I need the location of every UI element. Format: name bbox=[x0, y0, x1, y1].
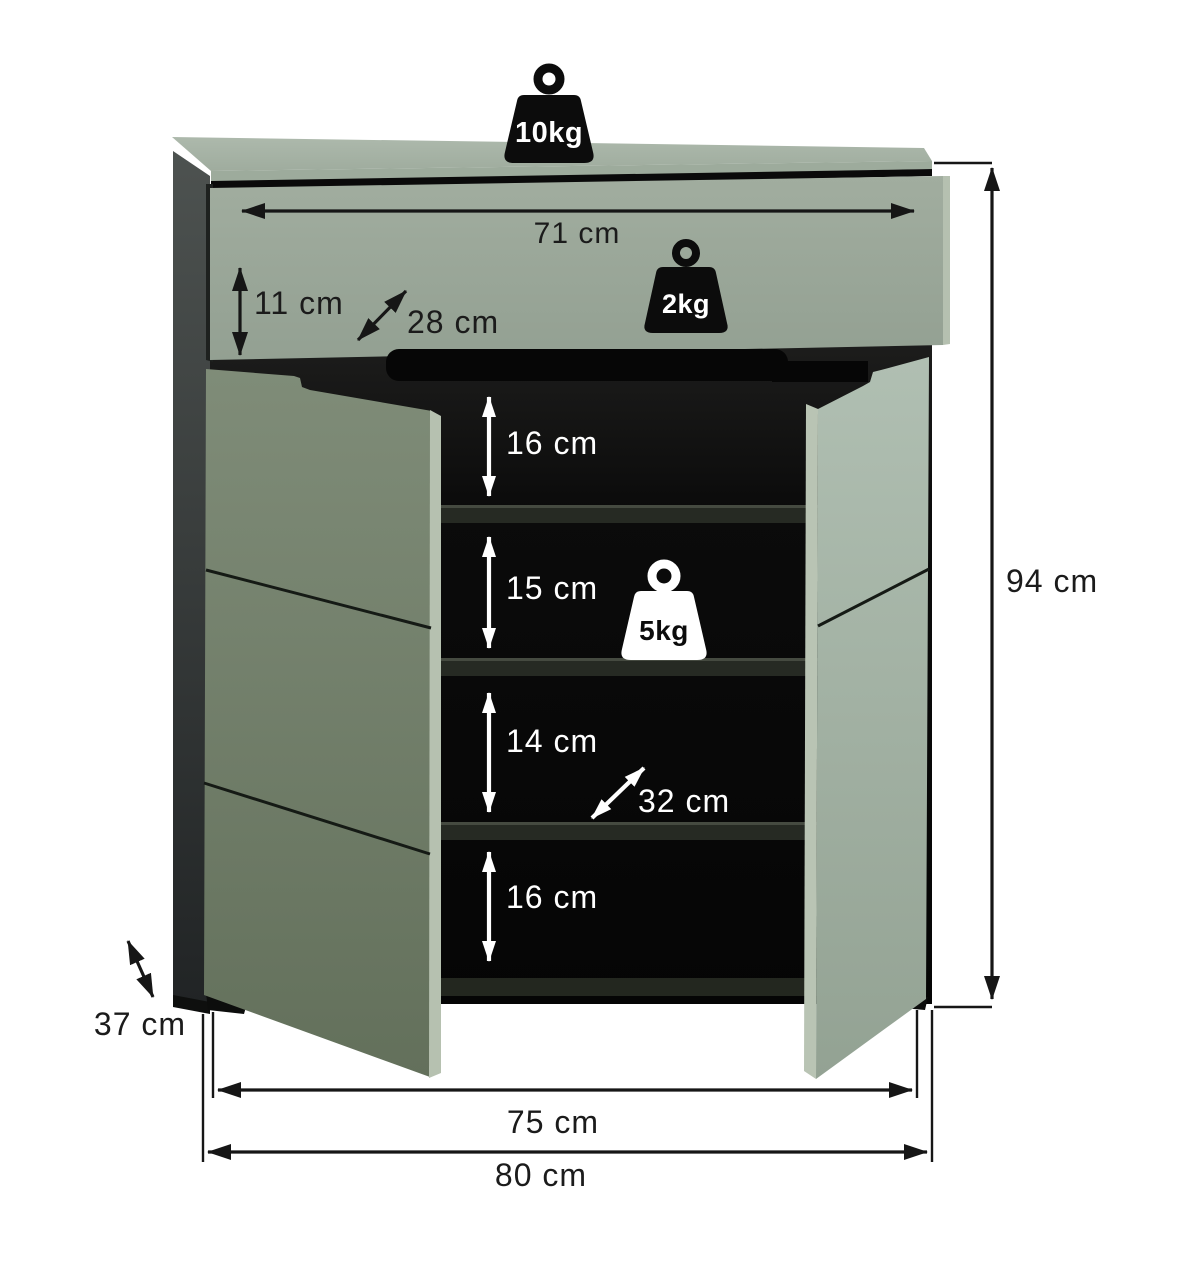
dim-label-compartment-4: 16 cm bbox=[506, 879, 598, 915]
door-left-groove-1 bbox=[205, 568, 432, 630]
side-panel-bottom-shadow bbox=[173, 995, 210, 1014]
dimension-annotations-black: 71 cm 11 cm 28 cm 94 cm 37 cm 75 cm 80 c… bbox=[94, 161, 1098, 1193]
door-left-edge bbox=[429, 410, 441, 1078]
dim-label-drawer-depth: 28 cm bbox=[407, 304, 499, 340]
shelf-1-edge bbox=[420, 505, 820, 508]
weight-label-top: 10kg bbox=[515, 117, 583, 149]
dim-label-compartment-2: 15 cm bbox=[506, 570, 598, 606]
dim-label-total-height: 94 cm bbox=[1006, 563, 1098, 599]
dim-label-drawer-width: 71 cm bbox=[534, 217, 621, 250]
top-front-edge bbox=[211, 161, 932, 183]
door-left-face bbox=[204, 369, 432, 1077]
weight-body-icon bbox=[621, 591, 707, 660]
drawer-right-edge bbox=[943, 176, 950, 345]
shelf-3 bbox=[420, 822, 820, 840]
dim-label-compartment-1: 16 cm bbox=[506, 425, 598, 461]
dim-label-inner-width: 75 cm bbox=[507, 1104, 599, 1140]
door-left-groove-2 bbox=[203, 781, 431, 856]
shelf-2-edge bbox=[420, 658, 820, 661]
shelf-3-edge bbox=[420, 822, 820, 825]
weight-body-icon bbox=[504, 95, 594, 163]
shelf-2 bbox=[420, 658, 820, 676]
bottom-panel-edge bbox=[420, 978, 820, 996]
dim-line-total-depth bbox=[126, 940, 155, 998]
weight-ring-icon bbox=[533, 63, 565, 95]
interior-shelves bbox=[420, 505, 820, 996]
weight-badge-shelf: 5kg bbox=[621, 559, 707, 660]
drawer-handle-recess-right bbox=[772, 361, 868, 382]
dim-line-shelf-depth bbox=[590, 766, 646, 820]
dim-line-drawer-depth bbox=[356, 289, 408, 342]
door-right bbox=[804, 357, 930, 1079]
dim-label-shelf-depth: 32 cm bbox=[638, 783, 730, 819]
door-right-edge bbox=[804, 404, 818, 1079]
shelf-1 bbox=[420, 505, 820, 523]
dim-label-total-depth: 37 cm bbox=[94, 1006, 186, 1042]
dim-label-compartment-3: 14 cm bbox=[506, 723, 598, 759]
weight-label-drawer: 2kg bbox=[662, 289, 710, 319]
weight-ring-icon bbox=[672, 239, 700, 267]
dim-label-total-width: 80 cm bbox=[495, 1157, 587, 1193]
weight-ring-icon bbox=[647, 559, 681, 593]
weight-badge-top: 10kg bbox=[504, 63, 594, 163]
weight-body-icon bbox=[644, 267, 728, 333]
drawer-handle-recess bbox=[386, 349, 788, 381]
door-right-groove bbox=[817, 567, 930, 628]
dim-label-drawer-height: 11 cm bbox=[254, 285, 344, 321]
door-left bbox=[203, 369, 441, 1078]
side-panel-left bbox=[173, 151, 210, 1004]
dimension-annotations-white: 16 cm 15 cm 14 cm 16 cm 32 cm bbox=[482, 396, 730, 962]
drawer-front bbox=[210, 176, 943, 360]
weight-badge-drawer: 2kg bbox=[644, 239, 728, 333]
weight-label-shelf: 5kg bbox=[639, 615, 689, 646]
door-right-face bbox=[816, 357, 929, 1079]
